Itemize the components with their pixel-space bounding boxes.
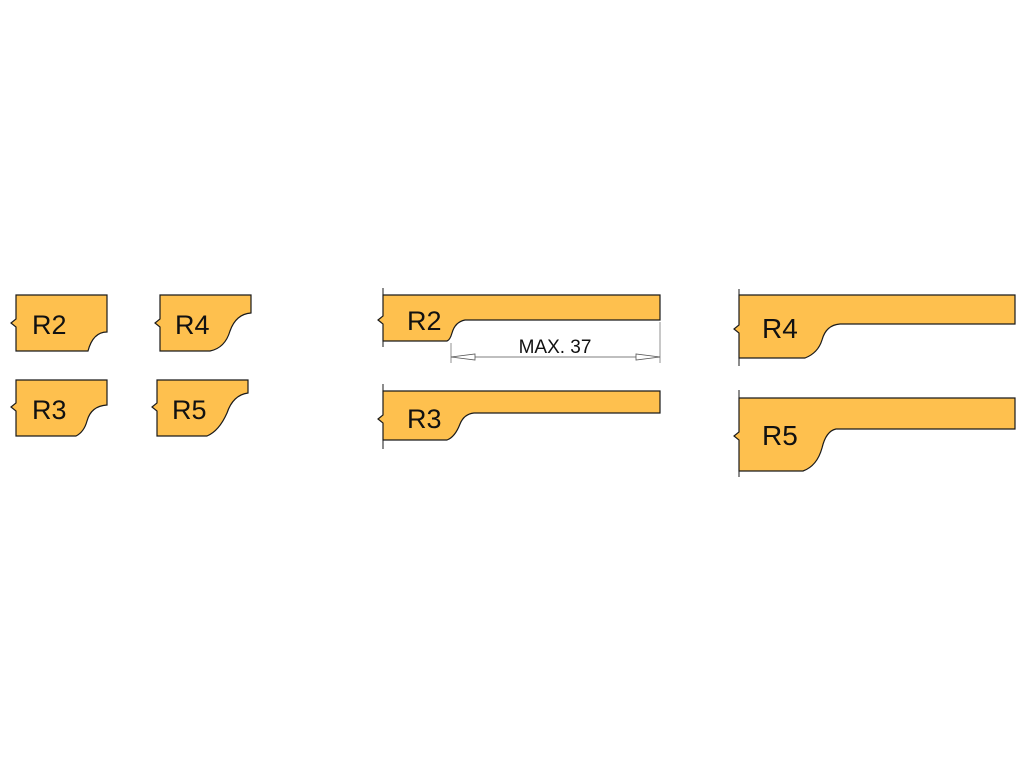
small-profile-r4: R4 <box>154 294 252 352</box>
small-profile-r2-label: R2 <box>32 310 67 340</box>
max-dimension: MAX. 37 <box>450 322 661 363</box>
long-profile-r3-shape <box>377 390 661 441</box>
long-profile-r3: R3 <box>377 384 661 449</box>
long-profile-r5-label: R5 <box>762 420 798 451</box>
long-profile-r2-shape <box>377 294 661 342</box>
small-profile-r3-label: R3 <box>32 395 67 425</box>
long-profile-r4-shape <box>733 294 1016 359</box>
long-profile-r2-label: R2 <box>407 306 442 336</box>
small-profile-r5: R5 <box>151 379 249 437</box>
long-profile-r3-label: R3 <box>407 404 442 434</box>
dimension-arrow-right <box>635 353 661 361</box>
dimension-arrow-left <box>450 353 476 361</box>
long-profile-r2: R2 <box>377 288 661 347</box>
small-profile-r2-shape <box>10 294 108 352</box>
small-profile-r2: R2 <box>10 294 108 352</box>
dimension-label: MAX. 37 <box>519 337 592 358</box>
small-profile-r4-shape <box>154 294 252 352</box>
small-profile-r4-label: R4 <box>175 310 210 340</box>
long-profile-r5: R5 <box>733 390 1016 477</box>
small-profile-r3-shape <box>10 379 108 437</box>
long-profile-r5-shape <box>733 397 1016 472</box>
small-profile-r5-shape <box>151 379 249 437</box>
small-profile-r5-label: R5 <box>172 395 207 425</box>
long-profile-r4: R4 <box>733 289 1016 366</box>
long-profile-r4-label: R4 <box>762 313 798 344</box>
small-profile-r3: R3 <box>10 379 108 437</box>
